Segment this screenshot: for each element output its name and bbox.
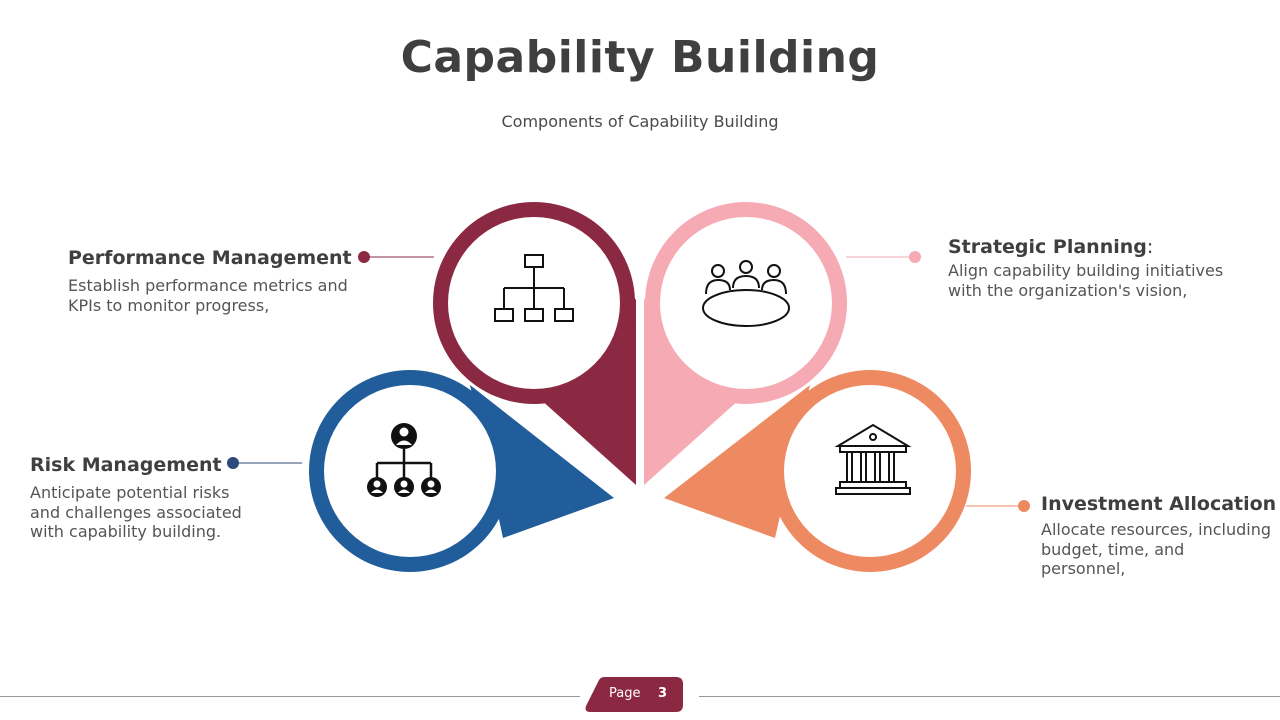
meeting-table-icon [702, 260, 790, 327]
strategic-planning-colon: : [1146, 236, 1154, 258]
petal-performance [433, 202, 636, 485]
performance-management-text: Establish performance metrics and KPIs t… [68, 276, 348, 315]
footer-line-right [699, 696, 1280, 697]
petal-investment [664, 370, 971, 572]
page-number: 3 [658, 686, 668, 701]
page-tab [585, 677, 683, 712]
strategic-planning-text: Align capability building initiatives wi… [948, 261, 1224, 300]
investment-allocation-heading: Investment Allocation [1041, 493, 1277, 515]
connector-dot-strategic [909, 251, 921, 263]
connector-dot-risk [227, 457, 239, 469]
risk-management-block: Risk Management Anticipate potential ris… [30, 453, 255, 542]
investment-allocation-block: Investment Allocation Allocate resources… [1041, 492, 1277, 579]
risk-management-heading: Risk Management [30, 454, 222, 476]
performance-management-block: Performance Management Establish perform… [68, 246, 358, 315]
team-hierarchy-icon [367, 423, 441, 497]
connector-dot-performance [358, 251, 370, 263]
page-subtitle: Components of Capability Building [501, 112, 779, 131]
page-title: Capability Building [400, 32, 880, 83]
page-label: Page [609, 686, 641, 701]
footer-line-left [0, 696, 580, 697]
strategic-planning-block: Strategic Planning: Align capability bui… [948, 235, 1248, 300]
petal-risk [309, 370, 614, 572]
connector-dot-investment [1018, 500, 1030, 512]
risk-management-text: Anticipate potential risks and challenge… [30, 483, 242, 541]
strategic-planning-heading-row: Strategic Planning: [948, 235, 1248, 259]
investment-allocation-text: Allocate resources, including budget, ti… [1041, 520, 1272, 578]
strategic-planning-heading: Strategic Planning [948, 236, 1147, 258]
bank-building-icon [834, 423, 912, 495]
performance-management-heading: Performance Management [68, 247, 352, 269]
org-chart-icon [494, 254, 574, 322]
